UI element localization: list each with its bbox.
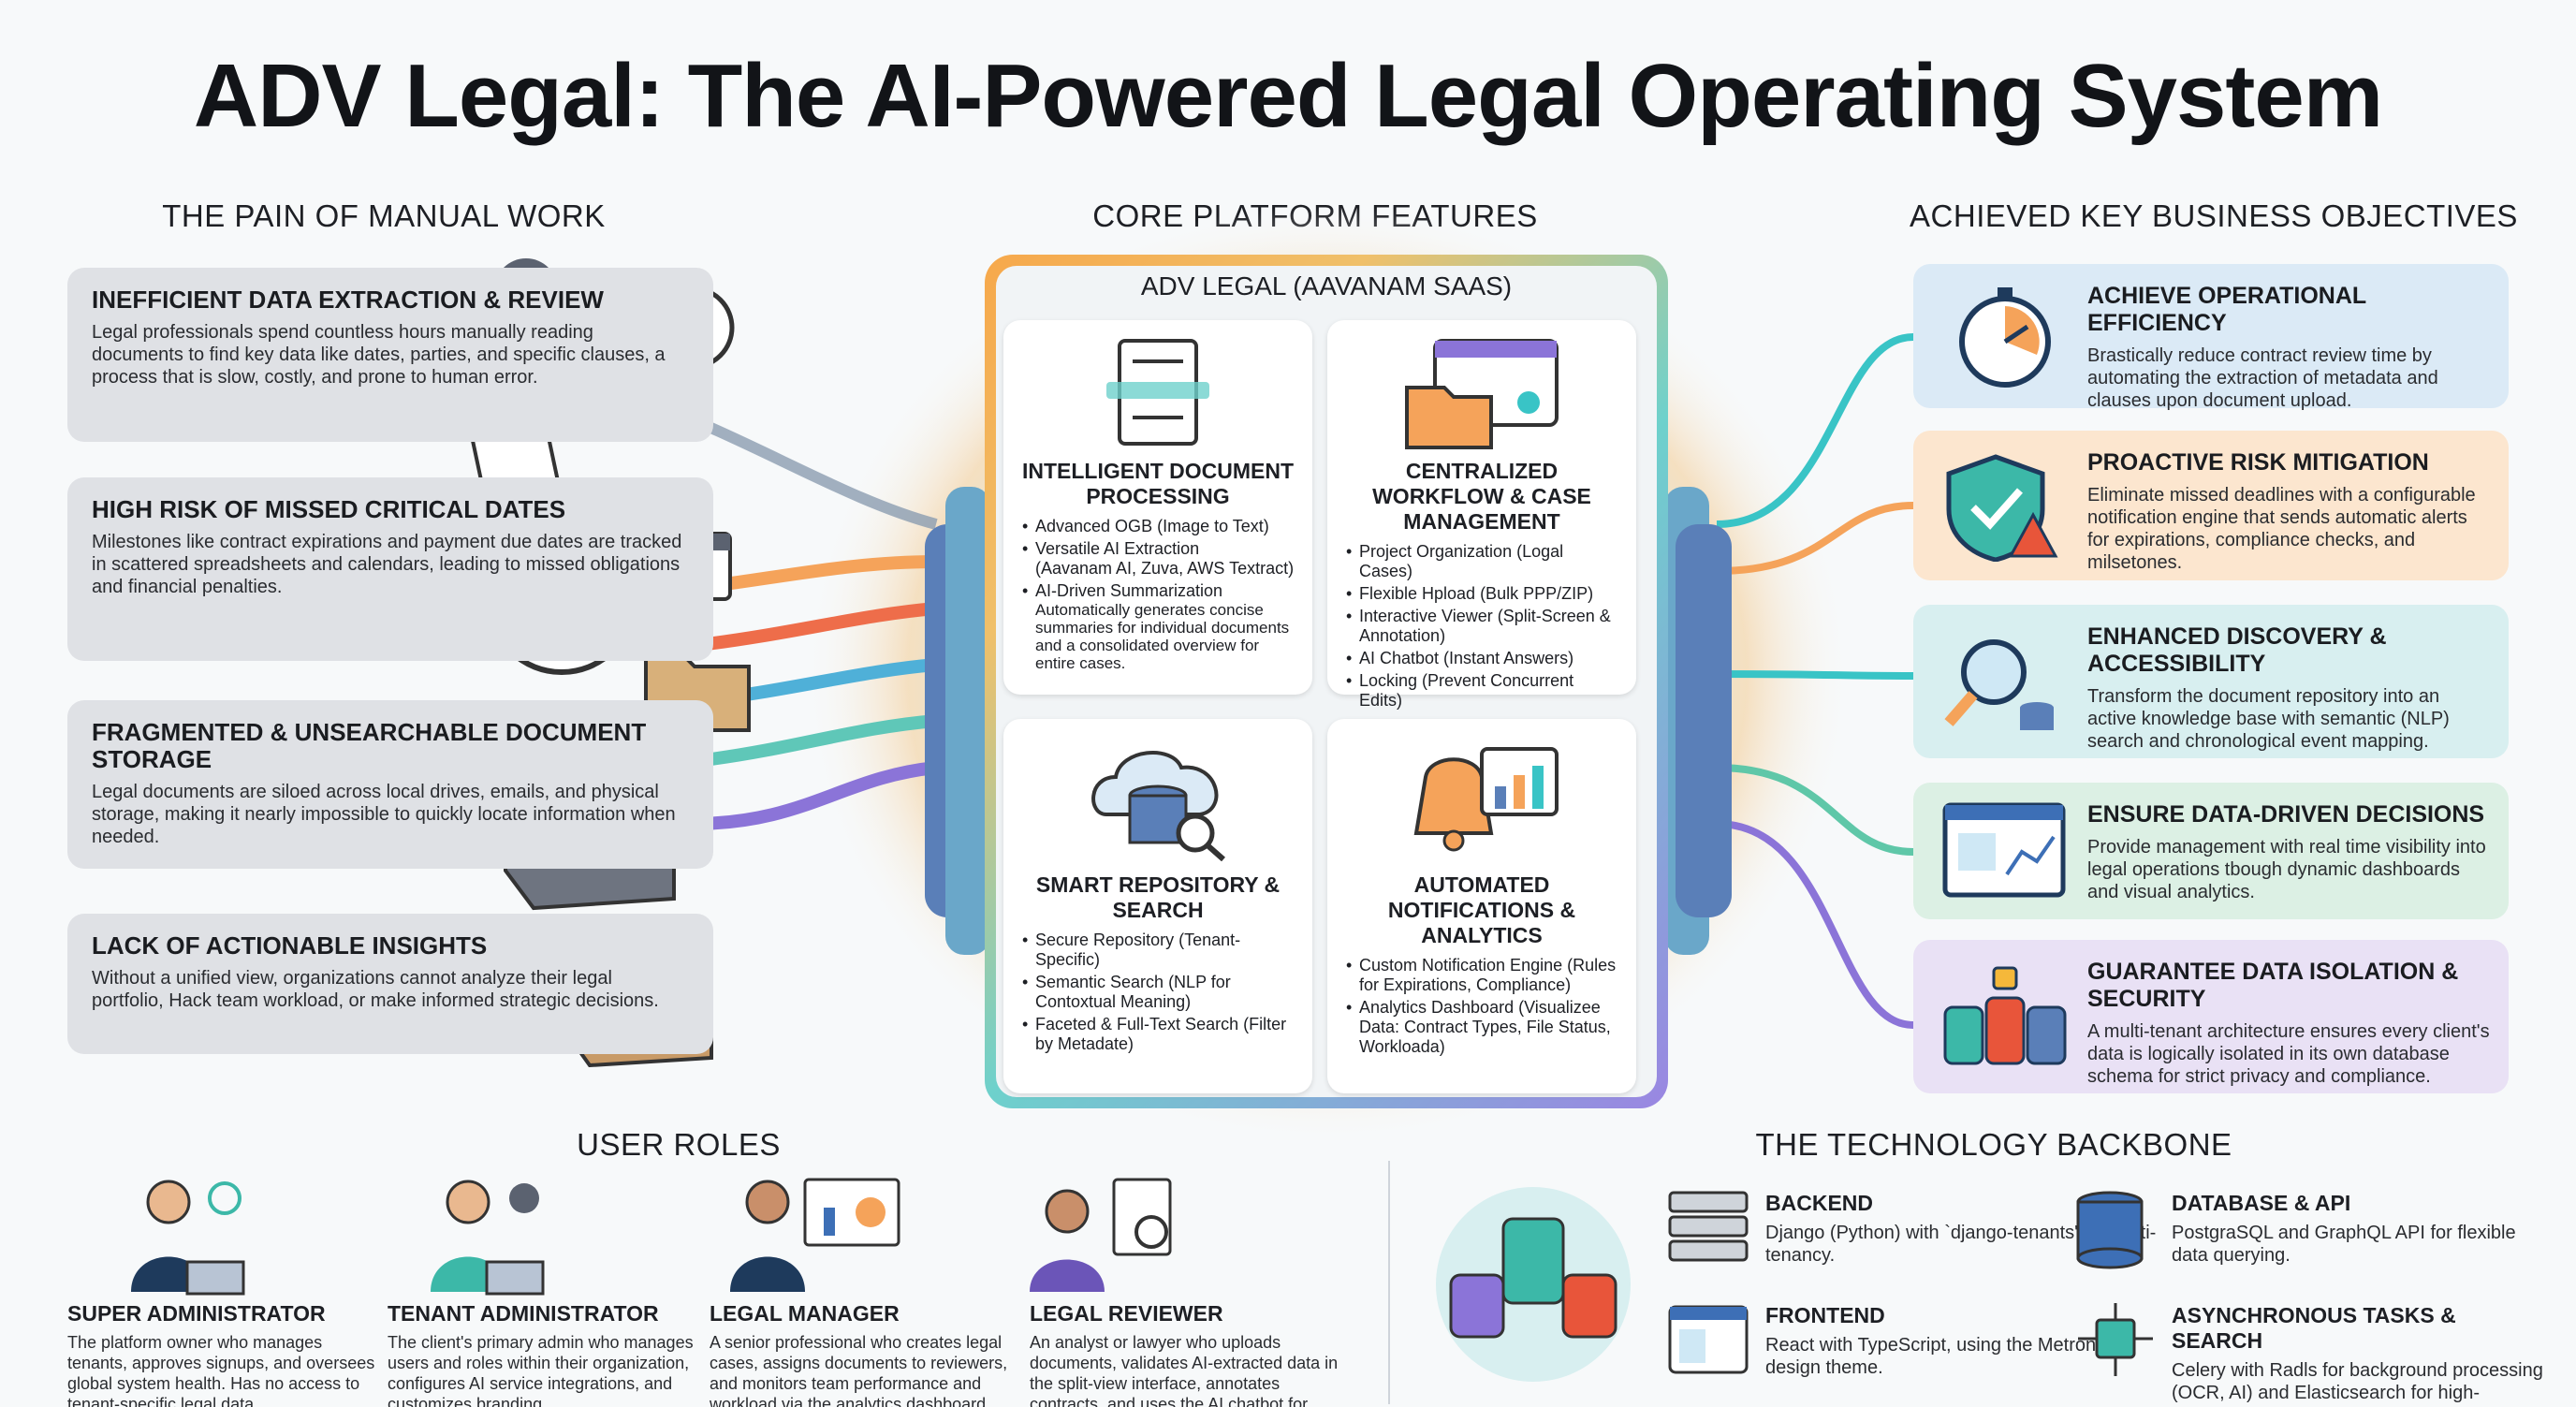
- role-text: A senior professional who creates legal …: [710, 1333, 1008, 1407]
- magnifier-network-icon: [1944, 639, 2054, 730]
- objective-title: PROACTIVE RISK MITIGATION: [2087, 449, 2429, 476]
- pain-card-text: Without a unified view, organizations ca…: [92, 968, 659, 1011]
- feature-card-document-processing: INTELLIGENT DOCUMENT PROCESSING Advanced…: [1003, 320, 1312, 695]
- pain-card-missed-dates: HIGH RISK OF MISSED CRITICAL DATES Miles…: [67, 477, 713, 661]
- tech-text: Django (Python) with `django-tenants' fo…: [1765, 1223, 2157, 1266]
- objective-text: Provide management with real time visibi…: [2087, 837, 2486, 902]
- objective-text: Brastically reduce contract review time …: [2087, 345, 2438, 411]
- pain-card-title: FRAGMENTED & UNSEARCHABLE DOCUMENT STORA…: [92, 718, 647, 773]
- pain-card-title: LACK OF ACTIONABLE INSIGHTS: [92, 931, 488, 960]
- tech-database-api: DATABASE & API PostgraSQL and GraphQL AP…: [2172, 1191, 2527, 1267]
- workflow-dashboard-icon: [1405, 339, 1559, 449]
- role-text: The platform owner who manages tenants, …: [67, 1333, 375, 1407]
- pain-card-fragmented-storage: FRAGMENTED & UNSEARCHABLE DOCUMENT STORA…: [67, 700, 713, 869]
- pain-section-heading: THE PAIN OF MANUAL WORK: [162, 198, 606, 233]
- async-chip-icon: [2078, 1303, 2153, 1376]
- document-scan-icon: [1106, 339, 1209, 446]
- database-icon: [2076, 1191, 2144, 1269]
- bell-chart-icon: [1413, 747, 1559, 852]
- role-tenant-admin: TENANT ADMINISTRATOR The client's primar…: [388, 1301, 696, 1407]
- feature-item: Semantic Search (NLP for Contoxtual Mean…: [1020, 973, 1295, 1012]
- role-legal-manager: LEGAL MANAGER A senior professional who …: [710, 1301, 1018, 1407]
- core-platform-header: ADV LEGAL (AAVANAM SAAS): [1140, 271, 1513, 300]
- role-text: An analyst or lawyer who uploads documen…: [1030, 1333, 1339, 1407]
- feature-title: INTELLIGENT DOCUMENT PROCESSING: [1021, 459, 1295, 508]
- tech-title: ASYNCHRONOUS TASKS & SEARCH: [2172, 1303, 2456, 1353]
- stopwatch-icon: [1959, 287, 2051, 388]
- tech-backend: BACKEND Django (Python) with `django-ten…: [1765, 1191, 2159, 1267]
- legal-manager-avatar-icon: [730, 1178, 900, 1292]
- feature-card-notifications: AUTOMATED NOTIFICATIONS & ANALYTICS Cust…: [1327, 719, 1636, 1093]
- feature-card-workflow: CENTRALIZED WORKFLOW & CASE MANAGEMENT P…: [1327, 320, 1636, 710]
- feature-item: Advanced OGB (Image to Text): [1020, 517, 1295, 536]
- tech-frontend: FRONTEND React with TypeScript, using th…: [1765, 1303, 2159, 1379]
- objective-text: Eliminate missed deadlines with a config…: [2087, 485, 2476, 573]
- tech-title: DATABASE & API: [2172, 1191, 2351, 1215]
- feature-item: Flexible Hpload (Bulk PPP/ZIP): [1344, 584, 1619, 604]
- shield-warning-icon: [1946, 454, 2058, 562]
- feature-title: CENTRALIZED WORKFLOW & CASE MANAGEMENT: [1372, 459, 1591, 534]
- pain-card-inefficient-extraction: INEFFICIENT DATA EXTRACTION & REVIEW Leg…: [67, 268, 713, 442]
- page-title: ADV Legal: The AI-Powered Legal Operatin…: [193, 46, 2383, 146]
- objective-text: A multi-tenant architecture ensures ever…: [2087, 1021, 2490, 1087]
- tech-section-heading: THE TECHNOLOGY BACKBONE: [1755, 1127, 2232, 1162]
- objective-card-decisions: ENSURE DATA-DRIVEN DECISIONS Provide man…: [1913, 783, 2509, 919]
- database-lock-icon: [1943, 966, 2067, 1065]
- role-title: LEGAL REVIEWER: [1030, 1301, 1223, 1326]
- server-icon: [1668, 1191, 1749, 1262]
- pain-card-text: Milestones like contract expirations and…: [92, 532, 682, 597]
- tech-text: PostgraSQL and GraphQL API for flexible …: [2172, 1223, 2516, 1266]
- feature-title: SMART REPOSITORY & SEARCH: [1035, 872, 1281, 922]
- tech-async-search: ASYNCHRONOUS TASKS & SEARCH Celery with …: [2172, 1303, 2546, 1407]
- roles-section-heading: USER ROLES: [577, 1127, 781, 1162]
- pain-card-text: Legal professionals spend countless hour…: [92, 322, 666, 388]
- feature-item: Versatile AI Extraction(Aavanam AI, Zuva…: [1020, 539, 1295, 579]
- feature-item: Project Organization (Logal Cases): [1344, 542, 1619, 581]
- objective-text: Transform the document repository into a…: [2087, 686, 2450, 752]
- tech-text: Celery with Radls for background process…: [2172, 1360, 2543, 1407]
- pain-card-title: HIGH RISK OF MISSED CRITICAL DATES: [92, 495, 566, 523]
- objective-title: ACHIEVE OPERATIONAL EFFICIENCY: [2087, 283, 2366, 336]
- pain-card-lack-insights: LACK OF ACTIONABLE INSIGHTS Without a un…: [67, 914, 713, 1054]
- database-cluster-icon: [1436, 1187, 1631, 1382]
- pain-card-text: Legal documents are siloed across local …: [92, 782, 676, 847]
- objective-title: ENSURE DATA-DRIVEN DECISIONS: [2087, 801, 2485, 828]
- objective-title: GUARANTEE DATA ISOLATION & SECURITY: [2087, 959, 2459, 1012]
- objectives-section-heading: ACHIEVED KEY BUSINESS OBJECTIVES: [1910, 198, 2518, 233]
- cloud-database-icon: [1091, 751, 1225, 861]
- feature-item: Custom Notification Engine (Rules for Ex…: [1344, 956, 1619, 995]
- objective-card-discovery: ENHANCED DISCOVERY & ACCESSIBILITY Trans…: [1913, 605, 2509, 758]
- feature-item: Faceted & Full-Text Search (Filter by Me…: [1020, 1015, 1295, 1054]
- pain-card-title: INEFFICIENT DATA EXTRACTION & REVIEW: [92, 286, 604, 314]
- tech-text: React with TypeScript, using the Metroni…: [1765, 1335, 2110, 1378]
- role-legal-reviewer: LEGAL REVIEWER An analyst or lawyer who …: [1030, 1301, 1339, 1407]
- dashboard-icon: [1942, 802, 2066, 898]
- role-super-admin: SUPER ADMINISTRATOR The platform owner w…: [67, 1301, 376, 1407]
- browser-window-icon: [1668, 1305, 1749, 1374]
- feature-item: Analytics Dashboard (Visualizee Data: Co…: [1344, 998, 1619, 1057]
- feature-item: Locking (Prevent Concurrent Edits): [1344, 671, 1619, 711]
- feature-item: Interactive Viewer (Split-Screen & Annot…: [1344, 607, 1619, 646]
- objective-card-efficiency: ACHIEVE OPERATIONAL EFFICIENCY Brastical…: [1913, 264, 2509, 411]
- role-title: LEGAL MANAGER: [710, 1301, 900, 1326]
- feature-title: AUTOMATED NOTIFICATIONS & ANALYTICS: [1387, 872, 1576, 947]
- role-text: The client's primary admin who manages u…: [388, 1333, 694, 1407]
- feature-card-repository: SMART REPOSITORY & SEARCH Secure Reposit…: [1003, 719, 1312, 1093]
- objective-card-security: GUARANTEE DATA ISOLATION & SECURITY A mu…: [1913, 940, 2509, 1093]
- role-illustrations: [131, 1178, 1172, 1296]
- objective-card-risk: PROACTIVE RISK MITIGATION Eliminate miss…: [1913, 431, 2509, 580]
- role-title: SUPER ADMINISTRATOR: [67, 1301, 326, 1326]
- role-title: TENANT ADMINISTRATOR: [388, 1301, 659, 1326]
- tech-title: FRONTEND: [1765, 1303, 1885, 1327]
- super-admin-avatar-icon: [131, 1180, 245, 1296]
- feature-item: Secure Repository (Tenant-Specific): [1020, 931, 1295, 970]
- tech-title: BACKEND: [1765, 1191, 1873, 1215]
- feature-item: AI Chatbot (Instant Answers): [1344, 649, 1619, 668]
- tenant-admin-avatar-icon: [431, 1180, 545, 1296]
- objective-title: ENHANCED DISCOVERY & ACCESSIBILITY: [2087, 623, 2387, 677]
- legal-reviewer-avatar-icon: [1030, 1178, 1172, 1292]
